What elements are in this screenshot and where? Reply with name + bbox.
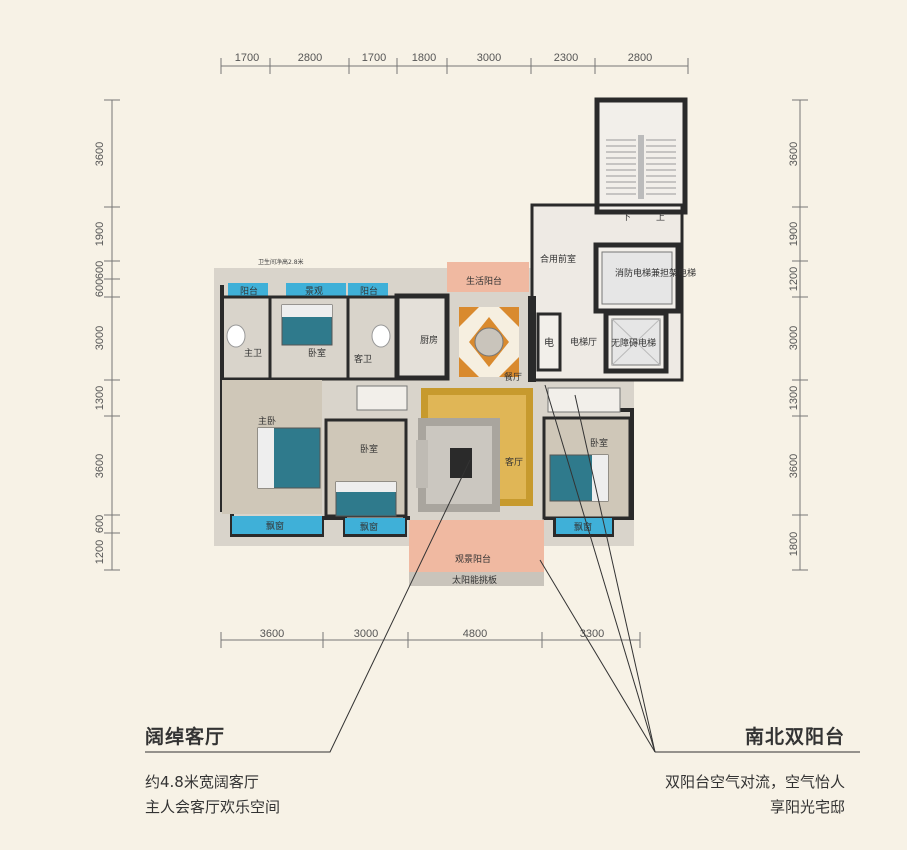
height-note: 卫生间净高2.8米	[258, 258, 304, 266]
left-caption: 阔绰客厅	[145, 722, 225, 749]
bath1-label: 阳台	[240, 285, 258, 297]
right-caption-title: 南北双阳台	[744, 726, 845, 748]
right-bedroom: 卧室 飘窗	[542, 416, 632, 534]
top-dim-2: 2800	[298, 52, 322, 64]
top-dim-4: 1800	[412, 52, 436, 64]
stair-up-label: 上	[656, 212, 665, 223]
right-caption-line2: 享阳光宅邸	[769, 798, 845, 816]
bath2-label: 景观	[305, 286, 323, 297]
view-balcony-label: 观景阳台	[455, 553, 491, 565]
right-dimension-line	[792, 99, 808, 571]
left-dim-8: 600	[94, 515, 106, 533]
right-dim-2: 1900	[788, 222, 800, 246]
bedroom-right-label: 卧室	[590, 437, 608, 449]
master-bedroom-label: 主卧	[258, 415, 276, 427]
left-caption-line1: 约4.8米宽阔客厅	[145, 773, 259, 791]
bay-mid-label: 飘窗	[360, 521, 378, 533]
kitchen-label: 厨房	[420, 334, 438, 346]
balcony-labels: 观景阳台 太阳能挑板	[452, 553, 497, 586]
right-dim-6: 3600	[788, 454, 800, 478]
bath3-label: 阳台	[360, 285, 378, 297]
right-dimension-labels: 3600 1900 1200 3000 1300 3600 1800	[788, 142, 800, 556]
right-dim-5: 1300	[788, 386, 800, 410]
bay-left-label: 飘窗	[266, 520, 284, 532]
master-bedroom: 主卧 飘窗	[222, 380, 322, 534]
top-dim-1: 1700	[235, 52, 259, 64]
bedroom-top-label: 卧室	[308, 347, 326, 359]
right-dim-1: 3600	[788, 142, 800, 166]
left-dim-5: 3000	[94, 326, 106, 350]
top-dimension-labels: 1700 2800 1700 1800 3000 2300 2800	[235, 52, 652, 64]
service-balcony-label: 生活阳台	[466, 275, 502, 287]
bottom-dimension-line	[220, 632, 641, 648]
barrier-free-elevator-label: 无障碍电梯	[611, 337, 656, 349]
right-dim-3: 1200	[788, 267, 800, 291]
solar-panel-label: 太阳能挑板	[452, 574, 497, 586]
left-caption-body: 约4.8米宽阔客厅 主人会客厅欢乐空间	[145, 770, 280, 820]
middle-bedroom: 卧室 飘窗	[324, 418, 408, 534]
living-label: 客厅	[505, 456, 523, 468]
top-dim-5: 3000	[477, 52, 501, 64]
kitchen-dining: 生活阳台 厨房 餐厅	[394, 262, 536, 383]
fire-elevator-label: 消防电梯兼担架电梯	[615, 267, 696, 279]
left-dim-4: 600	[94, 279, 106, 297]
right-dim-7: 1800	[788, 532, 800, 556]
top-bay-balconies: 阳台 景观 阳台 卫生间净高2.8米	[228, 258, 388, 297]
living-room: 客厅	[356, 385, 621, 512]
left-dim-9: 1200	[94, 540, 106, 564]
dining-label: 餐厅	[504, 371, 522, 383]
top-dim-7: 2800	[628, 52, 652, 64]
right-dim-4: 3000	[788, 326, 800, 350]
stairwell: 下 上	[594, 97, 688, 223]
top-dim-3: 1700	[362, 52, 386, 64]
elevator-core: 消防电梯兼担架电梯 无障碍电梯 电 合用前室 电梯厅	[530, 203, 696, 382]
lobby-label: 合用前室	[540, 253, 576, 265]
left-dim-1: 3600	[94, 142, 106, 166]
top-dim-6: 2300	[554, 52, 578, 64]
left-dim-6: 1300	[94, 386, 106, 410]
bottom-dim-4: 3300	[580, 628, 604, 640]
top-rooms-fixtures: 主卫 卧室 客卫	[226, 304, 391, 365]
master-bath-label: 主卫	[244, 347, 262, 359]
right-caption-line1: 双阳台空气对流，空气怡人	[664, 773, 845, 791]
left-caption-line2: 主人会客厅欢乐空间	[145, 798, 281, 816]
bottom-dim-3: 4800	[463, 628, 487, 640]
bottom-dim-1: 3600	[260, 628, 284, 640]
electric-room-label: 电	[544, 336, 554, 349]
bottom-dimension-labels: 3600 3000 4800 3300	[260, 628, 604, 640]
bottom-dim-2: 3000	[354, 628, 378, 640]
stair-down-label: 下	[622, 213, 631, 223]
top-dimension-line	[220, 58, 689, 74]
left-dimension-line	[104, 99, 120, 571]
left-dim-3: 600	[94, 261, 106, 279]
bedroom-mid-label: 卧室	[360, 443, 378, 455]
bay-right-label: 飘窗	[574, 521, 592, 533]
left-dimension-labels: 3600 1900 600 600 3000 1300 3600 600 120…	[94, 142, 106, 564]
elevator-hall-label: 电梯厅	[570, 336, 597, 348]
guest-bath-label: 客卫	[354, 353, 372, 365]
left-caption-title: 阔绰客厅	[145, 726, 226, 748]
right-caption: 南北双阳台	[745, 722, 845, 749]
left-dim-2: 1900	[94, 222, 106, 246]
right-caption-body: 双阳台空气对流，空气怡人 享阳光宅邸	[665, 770, 845, 820]
left-dim-7: 3600	[94, 454, 106, 478]
leader-lines	[145, 384, 860, 753]
